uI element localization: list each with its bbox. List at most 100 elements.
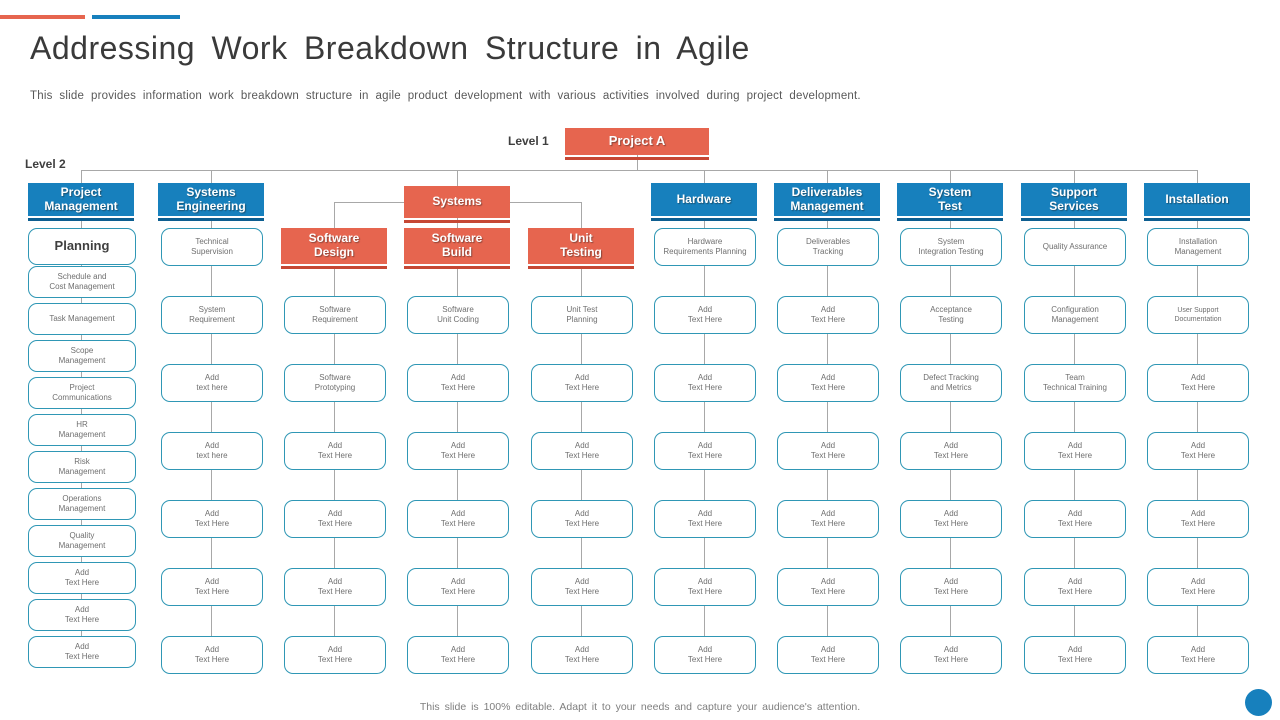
connector-line (1197, 170, 1198, 183)
wbs-item[interactable]: Add text here (161, 432, 263, 470)
wbs-item[interactable]: System Integration Testing (900, 228, 1002, 266)
wbs-item[interactable]: Add Text Here (777, 364, 879, 402)
connector-line (81, 170, 1198, 171)
wbs-item[interactable]: Add Text Here (1024, 568, 1126, 606)
wbs-item[interactable]: Add Text Here (1147, 636, 1249, 674)
wbs-item[interactable]: Scope Management (28, 340, 136, 372)
wbs-item[interactable]: Software Unit Coding (407, 296, 509, 334)
header-system-test[interactable]: System Test (897, 183, 1003, 221)
wbs-item[interactable]: Add Text Here (284, 500, 386, 538)
wbs-item[interactable]: Task Management (28, 303, 136, 335)
wbs-item[interactable]: Add Text Here (1147, 364, 1249, 402)
wbs-item[interactable]: Add Text Here (407, 636, 509, 674)
wbs-item[interactable]: Technical Supervision (161, 228, 263, 266)
wbs-item[interactable]: Add Text Here (531, 432, 633, 470)
wbs-item[interactable]: Add Text Here (1024, 500, 1126, 538)
wbs-item[interactable]: Hardware Requirements Planning (654, 228, 756, 266)
wbs-item[interactable]: Quality Assurance (1024, 228, 1126, 266)
wbs-item[interactable]: Add Text Here (284, 636, 386, 674)
header-support-services[interactable]: Support Services (1021, 183, 1127, 221)
wbs-item[interactable]: Acceptance Testing (900, 296, 1002, 334)
wbs-item[interactable]: Operations Management (28, 488, 136, 520)
wbs-item[interactable]: Add Text Here (28, 562, 136, 594)
wbs-item[interactable]: Add Text Here (654, 500, 756, 538)
wbs-item[interactable]: Add Text Here (161, 636, 263, 674)
wbs-item[interactable]: Installation Management (1147, 228, 1249, 266)
wbs-item[interactable]: Planning (28, 228, 136, 265)
wbs-item[interactable]: Add Text Here (777, 296, 879, 334)
wbs-item[interactable]: Deliverables Tracking (777, 228, 879, 266)
node-project-a[interactable]: Project A (565, 128, 709, 160)
wbs-item[interactable]: Add Text Here (654, 296, 756, 334)
wbs-item[interactable]: Add Text Here (1024, 432, 1126, 470)
wbs-item[interactable]: Add Text Here (284, 432, 386, 470)
header-installation[interactable]: Installation (1144, 183, 1250, 221)
wbs-item[interactable]: Add Text Here (900, 568, 1002, 606)
wbs-item[interactable]: Add Text Here (28, 636, 136, 668)
wbs-item[interactable]: Add Text Here (407, 568, 509, 606)
wbs-item[interactable]: Add Text Here (284, 568, 386, 606)
header-hardware[interactable]: Hardware (651, 183, 757, 221)
wbs-item[interactable]: Add Text Here (1147, 500, 1249, 538)
wbs-item[interactable]: Software Prototyping (284, 364, 386, 402)
wbs-item[interactable]: Add Text Here (654, 568, 756, 606)
wbs-item[interactable]: Project Communications (28, 377, 136, 409)
wbs-item[interactable]: Add Text Here (28, 599, 136, 631)
wbs-item[interactable]: Add Text Here (531, 364, 633, 402)
accent-bar-red (0, 15, 85, 19)
wbs-item[interactable]: Add Text Here (531, 568, 633, 606)
wbs-item[interactable]: Add text here (161, 364, 263, 402)
connector-line (457, 218, 458, 228)
header-systems[interactable]: Systems (404, 186, 510, 223)
header-software-build[interactable]: Software Build (404, 228, 510, 269)
connector-line (1074, 170, 1075, 183)
page-subtitle: This slide provides information work bre… (30, 90, 861, 102)
wbs-item[interactable]: Add Text Here (777, 500, 879, 538)
wbs-item[interactable]: Add Text Here (654, 432, 756, 470)
connector-line (1074, 218, 1075, 636)
header-software-design[interactable]: Software Design (281, 228, 387, 269)
wbs-item[interactable]: User Support Documentation (1147, 296, 1249, 334)
wbs-item[interactable]: Schedule and Cost Management (28, 266, 136, 298)
header-deliverables-management[interactable]: Deliverables Management (774, 183, 880, 221)
wbs-item[interactable]: HR Management (28, 414, 136, 446)
wbs-item[interactable]: Add Text Here (900, 500, 1002, 538)
wbs-item[interactable]: Add Text Here (407, 432, 509, 470)
wbs-item[interactable]: Add Text Here (777, 568, 879, 606)
wbs-item[interactable]: Add Text Here (161, 568, 263, 606)
wbs-item[interactable]: Add Text Here (777, 636, 879, 674)
connector-line (704, 218, 705, 636)
wbs-item[interactable]: Add Text Here (531, 636, 633, 674)
connector-line (581, 202, 582, 228)
wbs-item[interactable]: Configuration Management (1024, 296, 1126, 334)
level1-label: Level 1 (508, 134, 549, 148)
wbs-item[interactable]: Add Text Here (407, 364, 509, 402)
wbs-item[interactable]: Add Text Here (900, 636, 1002, 674)
connector-line (827, 170, 828, 183)
wbs-item[interactable]: Quality Management (28, 525, 136, 557)
wbs-item[interactable]: System Requirement (161, 296, 263, 334)
header-unit-testing[interactable]: Unit Testing (528, 228, 634, 269)
connector-line (211, 170, 212, 183)
wbs-item[interactable]: Add Text Here (1147, 568, 1249, 606)
wbs-item[interactable]: Add Text Here (1147, 432, 1249, 470)
wbs-item[interactable]: Add Text Here (654, 636, 756, 674)
wbs-item[interactable]: Team Technical Training (1024, 364, 1126, 402)
wbs-item[interactable]: Risk Management (28, 451, 136, 483)
header-systems-engineering[interactable]: Systems Engineering (158, 183, 264, 221)
wbs-item[interactable]: Add Text Here (777, 432, 879, 470)
wbs-item[interactable]: Add Text Here (1024, 636, 1126, 674)
wbs-item[interactable]: Software Requirement (284, 296, 386, 334)
wbs-item[interactable]: Add Text Here (407, 500, 509, 538)
header-project-management[interactable]: Project Management (28, 183, 134, 221)
connector-line (211, 218, 212, 636)
wbs-item[interactable]: Unit Test Planning (531, 296, 633, 334)
wbs-item[interactable]: Add Text Here (900, 432, 1002, 470)
connector-line (81, 170, 82, 183)
blue-dot-decoration (1245, 689, 1272, 716)
wbs-item[interactable]: Defect Tracking and Metrics (900, 364, 1002, 402)
wbs-item[interactable]: Add Text Here (654, 364, 756, 402)
wbs-item[interactable]: Add Text Here (161, 500, 263, 538)
wbs-item[interactable]: Add Text Here (531, 500, 633, 538)
